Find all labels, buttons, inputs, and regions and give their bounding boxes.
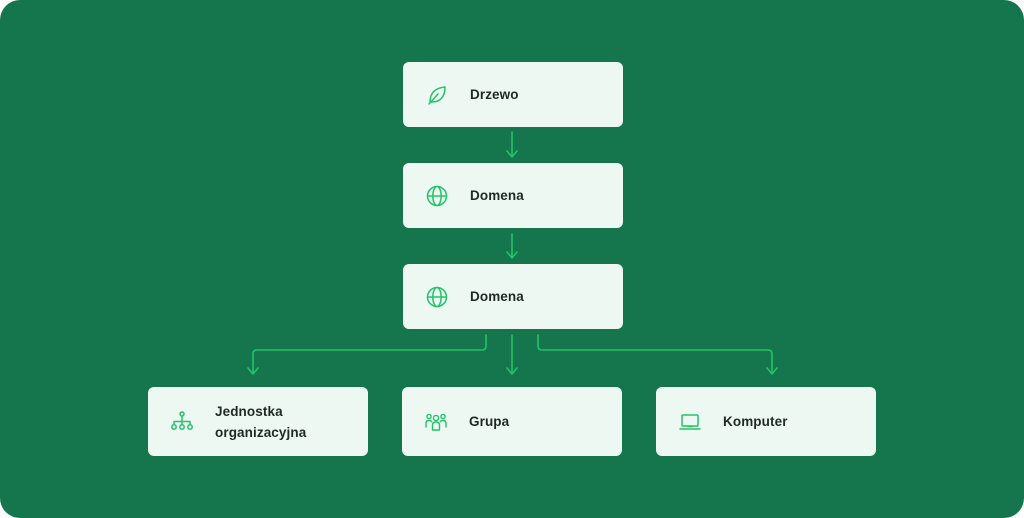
arrow-domain-to-computer (537, 334, 773, 374)
node-label: Domena (470, 188, 524, 203)
leaf-icon (425, 83, 449, 107)
globe-icon (425, 285, 449, 309)
hierarchy-icon (170, 410, 194, 434)
arrowhead (506, 150, 518, 158)
arrowhead (766, 367, 778, 375)
arrowhead (506, 367, 518, 375)
laptop-icon (678, 410, 702, 434)
globe-icon (425, 184, 449, 208)
arrow-domain-to-org-unit (252, 334, 487, 374)
node-label-line: organizacyjna (215, 424, 307, 440)
users-icon (424, 410, 448, 434)
arrowhead (247, 367, 259, 375)
node-computer: Komputer (656, 387, 876, 456)
node-group: Grupa (402, 387, 622, 456)
node-label: Domena (470, 289, 524, 304)
node-label: Grupa (469, 414, 510, 429)
node-domain: Domena (403, 264, 623, 329)
node-tree: Drzewo (403, 62, 623, 127)
node-label-line: Jednostka (215, 403, 283, 419)
arrowhead (506, 251, 518, 259)
node-label: Drzewo (470, 87, 519, 102)
node-domain: Domena (403, 163, 623, 228)
node-org-unit: Jednostka organizacyjna (148, 387, 368, 456)
node-label: Komputer (723, 414, 788, 429)
node-label: Jednostka organizacyjna (215, 401, 306, 443)
